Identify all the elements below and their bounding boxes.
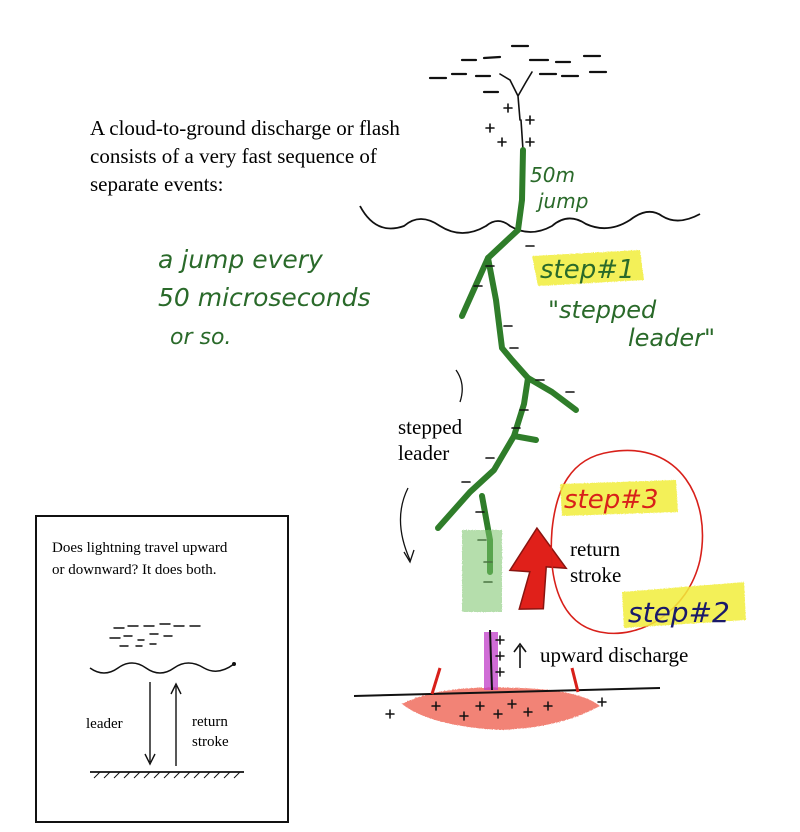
inset-cloud-base-line: [89, 662, 235, 674]
step1-name-line-2: leader": [628, 324, 715, 352]
jump-note-line-2: jump: [535, 189, 588, 213]
return-stroke-label-line-1: return: [570, 537, 621, 561]
return-stroke-arrow-icon: [508, 526, 568, 610]
step3-highlight: [560, 480, 678, 516]
inset-return-arrow-icon: [170, 682, 182, 766]
inset-leader-arrow-icon: [144, 682, 156, 766]
upward-arrow-icon: [513, 642, 527, 668]
upward-discharge-channel: [489, 629, 493, 691]
ground-line: [353, 687, 661, 697]
inset-ground-hatch: [93, 771, 241, 779]
step1-name-line-1: "stepped: [548, 296, 657, 324]
leader-tick-mark: [455, 369, 463, 403]
step3-circle: [550, 449, 704, 635]
intro-line-1: A cloud-to-ground discharge or flash: [90, 116, 400, 140]
ground-positive-charges: [385, 697, 607, 721]
cloud-base-line: [359, 205, 701, 234]
inset-leader-label: leader: [86, 716, 123, 732]
inset-question-line-1: Does lightning travel upward: [52, 540, 228, 556]
intro-line-3: separate events:: [90, 172, 224, 196]
upward-discharge-label: upward discharge: [540, 643, 688, 667]
step2-label: step#2: [628, 596, 730, 629]
step2-highlight: [622, 582, 746, 628]
timing-note-line-3: or so.: [170, 325, 231, 350]
leader-tip-glow: [462, 530, 502, 612]
inset-cloud-charges: [109, 623, 201, 647]
timing-note-line-2: 50 microseconds: [158, 283, 371, 312]
return-stroke-label-line-2: stroke: [570, 563, 621, 587]
ground-glow: [402, 687, 600, 730]
in-cloud-positive-charges: [485, 103, 535, 147]
right-streamer: [570, 667, 580, 693]
intro-line-2: consists of a very fast sequence of: [90, 144, 377, 168]
jump-note-line-1: 50m: [530, 163, 575, 187]
inset-return-label-line-1: return: [192, 714, 228, 730]
step1-highlight: [532, 250, 644, 286]
inset-box: [35, 515, 289, 823]
stepped-leader-pointer-head-icon: [403, 549, 415, 564]
in-cloud-channel: [499, 71, 533, 151]
inset-cloud-dot: [232, 662, 236, 666]
step1-label: step#1: [540, 255, 635, 285]
inset-question-line-2: or downward? It does both.: [52, 562, 217, 578]
stepped-leader-label-line-2: leader: [398, 441, 449, 465]
timing-note-line-1: a jump every: [158, 245, 324, 274]
stepped-leader-channel: [435, 147, 579, 575]
inset-return-label-line-2: stroke: [192, 734, 229, 750]
stepped-leader-pointer: [399, 487, 411, 561]
left-streamer: [430, 667, 442, 695]
upward-positive-charges: [495, 635, 505, 677]
step3-label: step#3: [564, 485, 659, 515]
cloud-negative-charges: [428, 44, 608, 94]
stepped-leader-label-line-1: stepped: [398, 415, 463, 439]
